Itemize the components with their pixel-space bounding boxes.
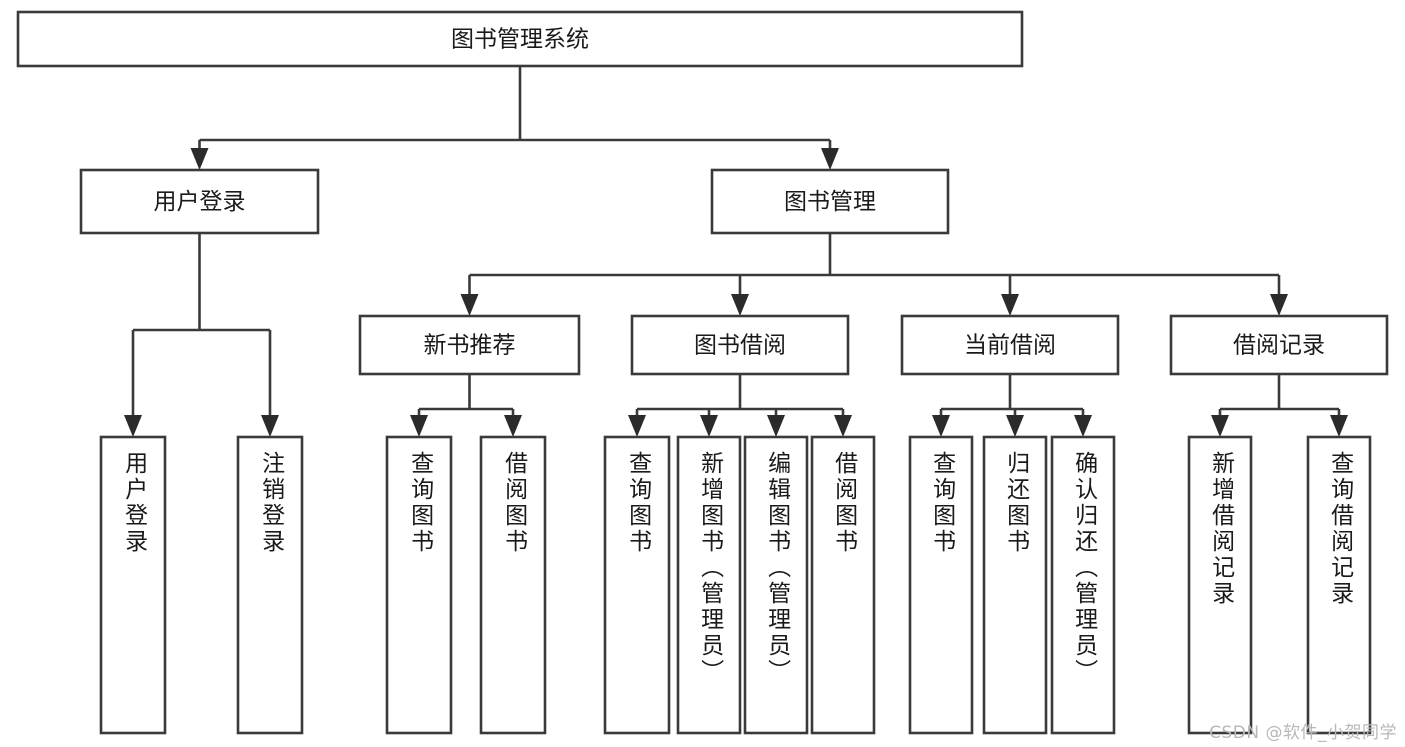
leaf-node[interactable] — [1187, 435, 1253, 735]
arrow-head-icon — [932, 415, 950, 437]
node-book-manage[interactable] — [710, 168, 950, 235]
arrow-head-icon — [700, 415, 718, 437]
arrow-head-icon — [410, 415, 428, 437]
arrow-head-icon — [1211, 415, 1229, 437]
node-current-borrow-label: 当前借阅 — [964, 333, 1056, 359]
leaf-node[interactable] — [99, 435, 167, 735]
node-root[interactable] — [16, 10, 1024, 68]
leaf-node[interactable] — [743, 435, 809, 735]
leaf-node[interactable] — [982, 435, 1048, 735]
leaf-node[interactable] — [1050, 435, 1116, 735]
arrow-head-icon — [1006, 415, 1024, 437]
arrow-head-icon — [1074, 415, 1092, 437]
arrow-head-icon — [821, 148, 839, 170]
arrow-head-icon — [261, 415, 279, 437]
node-book-manage-label: 图书管理 — [784, 189, 876, 215]
node-book-borrow-label: 图书借阅 — [694, 333, 786, 359]
node-user-login-label: 用户登录 — [154, 189, 246, 215]
node-borrow-record[interactable] — [1169, 314, 1389, 376]
arrow-head-icon — [504, 415, 522, 437]
arrow-head-icon — [124, 415, 142, 437]
arrow-head-icon — [731, 294, 749, 316]
arrow-head-icon — [1330, 415, 1348, 437]
leaf-node[interactable] — [1306, 435, 1372, 735]
leaf-node[interactable] — [479, 435, 547, 735]
arrow-head-icon — [1270, 294, 1288, 316]
arrow-head-icon — [190, 148, 209, 170]
node-new-book-recommend[interactable] — [358, 314, 581, 376]
arrow-head-icon — [834, 415, 852, 437]
leaf-node[interactable] — [676, 435, 742, 735]
leaf-node[interactable] — [385, 435, 453, 735]
node-current-borrow[interactable] — [900, 314, 1120, 376]
node-borrow-record-label: 借阅记录 — [1233, 333, 1325, 359]
arrow-head-icon — [460, 294, 479, 316]
node-user-login[interactable] — [79, 168, 320, 235]
arrow-head-icon — [767, 415, 785, 437]
leaf-node[interactable] — [810, 435, 876, 735]
node-box-layer — [16, 10, 1389, 735]
node-root-label: 图书管理系统 — [451, 27, 589, 53]
arrow-head-icon — [1001, 294, 1019, 316]
watermark-text: CSDN @软件_小贺同学 — [1209, 723, 1397, 743]
leaf-node[interactable] — [908, 435, 974, 735]
leaf-node[interactable] — [603, 435, 671, 735]
leaf-node[interactable] — [236, 435, 304, 735]
arrow-head-icon — [628, 415, 646, 437]
node-new-book-recommend-label: 新书推荐 — [424, 333, 516, 359]
connector-layer — [124, 66, 1348, 437]
node-book-borrow[interactable] — [630, 314, 850, 376]
